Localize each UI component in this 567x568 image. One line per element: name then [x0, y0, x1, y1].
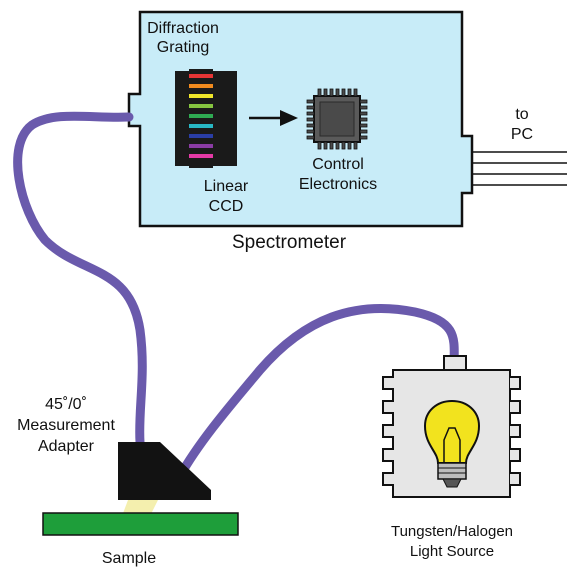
diffraction-grating — [175, 69, 237, 168]
chip-pin — [306, 135, 315, 140]
to-pc-label-2: PC — [511, 126, 533, 143]
spectrometer-label: Spectrometer — [232, 232, 347, 253]
measurement-adapter — [118, 442, 211, 500]
fiber-to-spectrometer — [13, 111, 147, 447]
chip-pin — [359, 123, 368, 128]
diffraction-grating-label-1: Diffraction — [147, 20, 219, 37]
adapter-label-2: Measurement — [17, 417, 115, 434]
grating-band — [189, 134, 213, 138]
chip-pin — [323, 141, 328, 150]
chip-pin — [335, 88, 340, 97]
grating-band — [189, 154, 213, 158]
lightbulb-icon — [423, 399, 481, 488]
chip-pin — [306, 123, 315, 128]
chip-pin — [359, 111, 368, 116]
linear-ccd-label-1: Linear — [204, 178, 249, 195]
light-beam — [122, 500, 158, 516]
grating-band — [189, 74, 213, 78]
grating-band — [189, 114, 213, 118]
chip-pin — [306, 105, 315, 110]
chip-pin — [317, 88, 322, 97]
control-electronics-label-2: Electronics — [299, 176, 377, 193]
chip-pin — [317, 141, 322, 150]
chip-pin — [306, 129, 315, 134]
chip-pin — [359, 117, 368, 122]
chip-pin — [329, 141, 334, 150]
chip-pin — [359, 99, 368, 104]
chip-pin — [335, 141, 340, 150]
grating-band — [189, 124, 213, 128]
spectrometer-box — [127, 10, 474, 228]
grating-band — [189, 144, 213, 148]
chip-pin — [341, 88, 346, 97]
linear-ccd-label-2: CCD — [209, 198, 244, 215]
chip-pin — [347, 88, 352, 97]
light-source-label-1: Tungsten/Halogen — [391, 523, 513, 540]
chip-pin — [359, 129, 368, 134]
light-source-label-2: Light Source — [410, 543, 494, 560]
fiber-to-light-source — [175, 303, 459, 481]
chip-pin — [329, 88, 334, 97]
arrow-right-icon — [249, 110, 298, 126]
pc-cable — [472, 151, 567, 186]
chip-pin — [306, 111, 315, 116]
sample — [42, 512, 239, 536]
to-pc-label-1: to — [515, 106, 528, 123]
adapter-label-3: Adapter — [38, 438, 95, 455]
chip-pin — [306, 117, 315, 122]
chip-pin — [306, 99, 315, 104]
chip-pin — [353, 141, 358, 150]
microchip-icon — [306, 88, 368, 150]
sample-label: Sample — [102, 550, 156, 567]
chip-pin — [341, 141, 346, 150]
adapter-label-1: 45˚/0˚ — [45, 396, 87, 413]
diffraction-grating-label-2: Grating — [157, 39, 209, 56]
chip-pin — [359, 135, 368, 140]
grating-band — [189, 104, 213, 108]
grating-band — [189, 94, 213, 98]
control-electronics-label-1: Control — [312, 156, 364, 173]
light-source — [382, 355, 521, 498]
chip-pin — [323, 88, 328, 97]
chip-pin — [353, 88, 358, 97]
grating-band — [189, 84, 213, 88]
chip-pin — [347, 141, 352, 150]
chip-pin — [359, 105, 368, 110]
